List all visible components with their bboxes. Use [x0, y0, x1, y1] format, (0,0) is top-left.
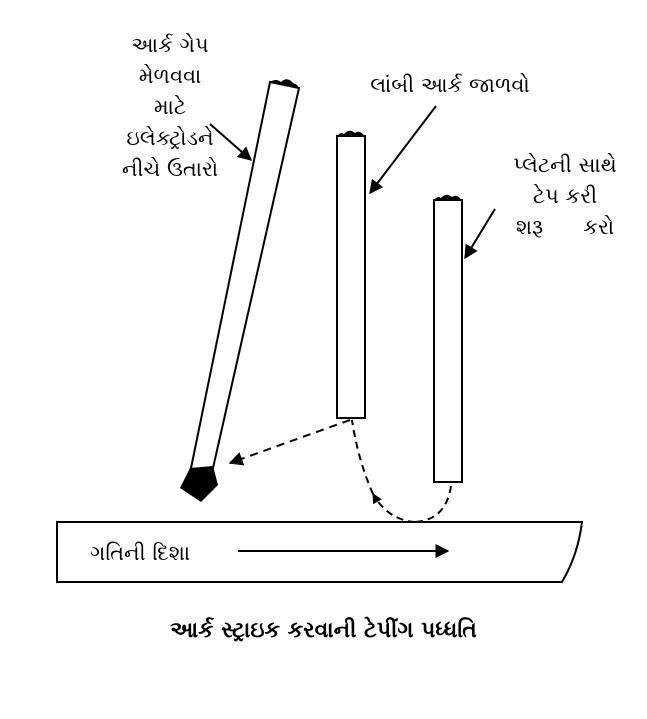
label-tap-line: ટેપ કરી [532, 184, 598, 208]
electrode-tip [180, 466, 218, 502]
middle-electrode [336, 130, 366, 419]
label-lower-line: નીચે ઉતારો [121, 157, 219, 181]
label-tap-line: પ્લેટની સાથે [513, 153, 617, 177]
label-tap-plate: પ્લેટની સાથે ટેપ કરી શરૂ કરો [480, 150, 647, 243]
label-lower-line: ઇલેક્ટ્રોડને [126, 126, 214, 150]
dashed-path-right-to-plate [414, 485, 452, 523]
callout-arrow-long [369, 105, 437, 195]
callout-arrow-lower [209, 123, 253, 161]
dashed-path-plate-to-middle [372, 493, 416, 523]
diagram-caption: આર્ક સ્ટ્રાઇક કરવાની ટેપીંગ પધ્ધતિ [170, 618, 477, 643]
label-long-arc: લાંબી આર્ક જાળવો [370, 73, 530, 97]
base-plate [56, 521, 584, 583]
dashed-path-middle-up [351, 419, 374, 495]
callout-arrow-tap [464, 208, 496, 260]
label-lower-line: આર્ક ગેપ [131, 33, 209, 57]
label-lower-line: માટે [153, 95, 187, 119]
label-direction: ગતિની દિશા [90, 541, 191, 565]
label-tap-line: શરૂ કરો [515, 215, 615, 239]
label-lower-line: મેળવવા [138, 64, 202, 88]
tilted-electrode [180, 79, 301, 502]
dashed-path-middle-to-tilted [228, 419, 351, 466]
label-lower-electrode: આર્ક ગેપ મેળવવા માટે ઇલેક્ટ્રોડને નીચે ઉ… [70, 30, 270, 185]
right-electrode [433, 194, 463, 483]
